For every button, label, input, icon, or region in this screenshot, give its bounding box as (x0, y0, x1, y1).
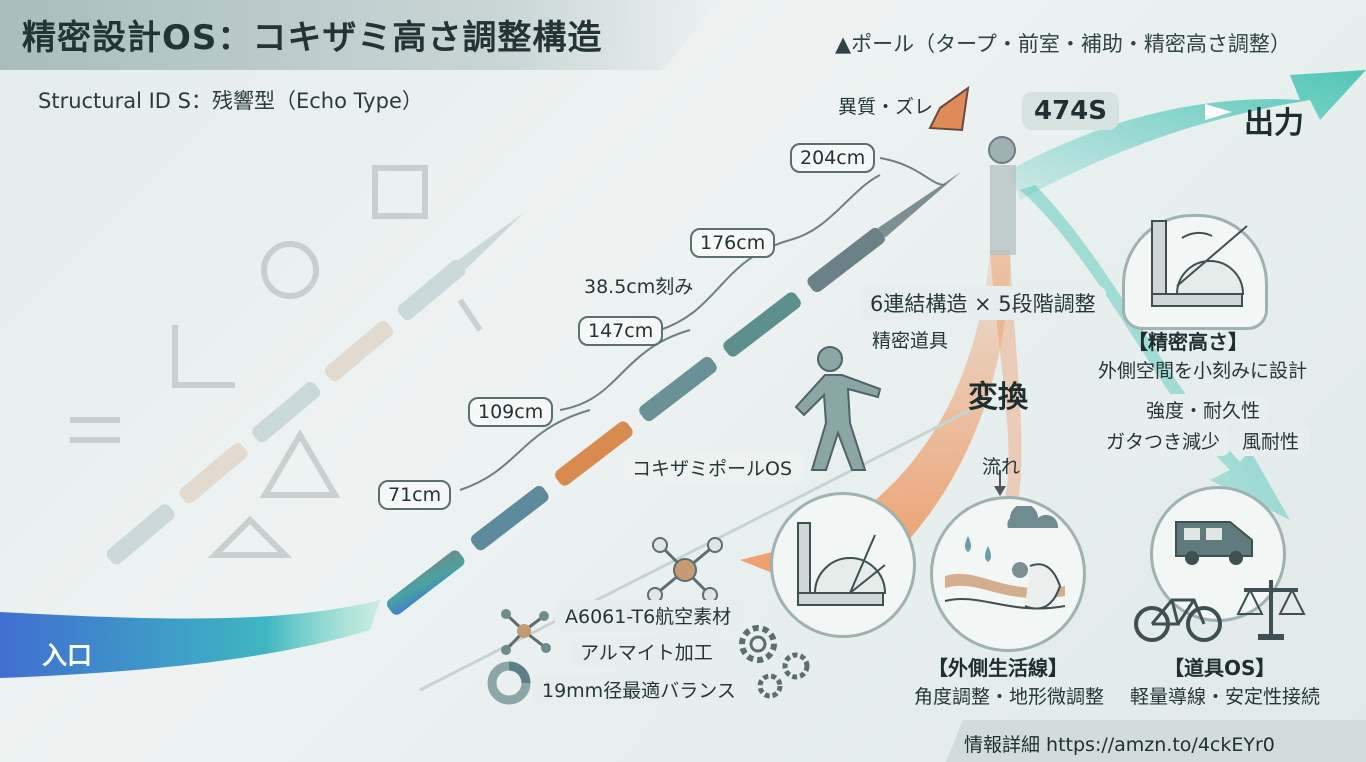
page-title: 精密設計OS：コキザミ高さ調整構造 (22, 18, 603, 58)
benefit-tag-wind: 風耐性 (1232, 425, 1310, 456)
title-band (0, 0, 720, 70)
height-label-109: 109cm (468, 397, 554, 427)
van-icon (1175, 521, 1253, 565)
category-label: ▲ポール（タープ・前室・補助・精密高さ調整） (835, 32, 1291, 56)
output-ribbon (1010, 70, 1366, 200)
output-ribbon-lower (1020, 185, 1290, 520)
protractor-ruler-icon (797, 522, 887, 606)
tool-os-title: 【道具OS】 (1164, 656, 1276, 680)
structural-id: Structural ID S：残響型（Echo Type） (38, 89, 423, 113)
height-label-71: 71cm (378, 480, 452, 510)
outside-title: 【外側生活線】 (928, 656, 1068, 680)
benefit-tag-strength: 強度・耐久性 (1136, 394, 1271, 425)
material-tag-alloy: A6061-T6航空素材 (555, 600, 742, 631)
step-label: 38.5cm刻み (584, 276, 694, 298)
person-walking-icon (794, 346, 882, 471)
balance-scale-icon (1236, 580, 1306, 640)
entry-label: 入口 (42, 641, 93, 670)
pole-tip-joint (988, 136, 1016, 164)
material-tag-diameter: 19mm径最適バランス (532, 674, 746, 705)
gear-icon (739, 625, 810, 699)
transform-label: 変換 (968, 380, 1028, 415)
flow-label: 流れ (982, 456, 1021, 478)
anomaly-shape (928, 85, 970, 132)
bicycle-icon (1134, 598, 1222, 642)
footer-link[interactable]: 情報詳細 https://amzn.to/4ckEYr0 (964, 734, 1275, 756)
molecule-icon (647, 537, 723, 603)
angle-ruler-icon (1151, 220, 1248, 307)
tool-os-desc: 軽量導線・安定性接続 (1130, 686, 1321, 708)
outside-desc: 角度調整・地形微調整 (914, 686, 1105, 708)
structure-label: 6連結構造 × 5段階調整 (860, 286, 1106, 320)
precision-title: 【精密高さ】 (1128, 330, 1248, 354)
network-icon (501, 609, 551, 655)
output-label: 出力 (1244, 106, 1304, 141)
tool-label: 精密道具 (872, 330, 949, 352)
precision-desc: 外側空間を小刻みに設計 (1098, 360, 1308, 382)
anomaly-label: 異質・ズレ (838, 96, 934, 118)
material-tag-anodize: アルマイト加工 (570, 636, 723, 667)
height-label-176: 176cm (690, 228, 776, 258)
entry-ribbon (0, 600, 380, 678)
pole (386, 171, 962, 615)
height-label-147: 147cm (578, 316, 664, 346)
rain-hand-icon (944, 506, 1066, 610)
pole-name-label: コキザミポールOS (622, 452, 803, 483)
height-label-204: 204cm (790, 143, 876, 173)
donut-chart-icon (487, 661, 531, 705)
benefit-tag-rattle: ガタつき減少 (1096, 425, 1231, 456)
height-code-badge: 474S (1022, 92, 1119, 130)
footer-band (946, 720, 1366, 762)
